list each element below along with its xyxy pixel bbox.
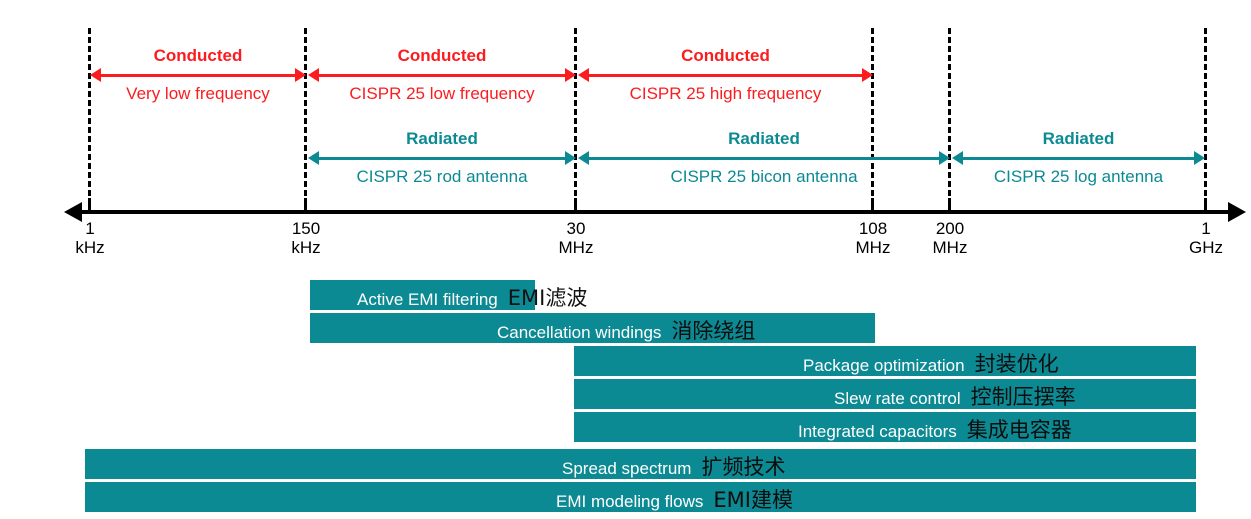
technique-label-zh: EMI滤波: [507, 286, 588, 310]
boundary-line-30mhz: [574, 28, 577, 214]
boundary-line-200mhz: [948, 28, 951, 214]
band-title: Radiated: [406, 129, 478, 148]
axis-label-30mhz: 30 MHz: [536, 219, 616, 257]
technique-label-en: Integrated capacitors: [798, 422, 957, 441]
technique-label-package-optimization: Package optimization 封装优化: [803, 354, 1059, 375]
technique-label-zh: 封装优化: [974, 352, 1059, 376]
axis-label-unit: kHz: [75, 238, 105, 257]
technique-label-spread-spectrum: Spread spectrum 扩频技术: [562, 457, 785, 478]
technique-label-integrated-capacitors: Integrated capacitors 集成电容器: [798, 420, 1072, 441]
technique-label-en: Spread spectrum: [562, 459, 692, 478]
axis-label-unit: MHz: [855, 238, 891, 257]
band-subtitle: CISPR 25 rod antenna: [356, 167, 528, 186]
axis-line: [82, 210, 1228, 214]
band-radiated-bicon-antenna: Radiated CISPR 25 bicon antenna: [578, 129, 950, 186]
band-radiated-rod-antenna: Radiated CISPR 25 rod antenna: [308, 129, 576, 186]
axis-tick-200mhz: [948, 198, 951, 212]
arrow-head-left: [952, 151, 963, 165]
arrow-head-right: [565, 68, 576, 82]
arrow-shaft: [587, 73, 864, 77]
arrow-head-right: [295, 68, 306, 82]
band-radiated-log-antenna: Radiated CISPR 25 log antenna: [952, 129, 1205, 186]
axis-label-value: 108: [858, 219, 888, 238]
boundary-line-1khz: [88, 28, 91, 214]
band-title: Radiated: [728, 129, 800, 148]
axis-label-unit: kHz: [291, 238, 321, 257]
arrow-head-right: [939, 151, 950, 165]
axis-label-unit: MHz: [932, 238, 968, 257]
axis-label-1ghz: 1 GHz: [1166, 219, 1246, 257]
arrow-head-left: [308, 151, 319, 165]
band-title: Conducted: [681, 46, 770, 65]
technique-label-active-emi-filtering: Active EMI filtering EMI滤波: [357, 288, 587, 309]
arrow-shaft: [317, 73, 567, 77]
axis-label-1khz: 1 kHz: [50, 219, 130, 257]
arrow-shaft: [587, 156, 941, 160]
axis-tick-1khz: [88, 198, 91, 212]
axis-tick-150khz: [304, 198, 307, 212]
axis-arrow-right: [1228, 202, 1246, 222]
arrow-head-right: [862, 68, 873, 82]
arrow-shaft: [317, 156, 567, 160]
technique-bar-spread-spectrum: [85, 449, 1196, 479]
band-subtitle: CISPR 25 bicon antenna: [670, 167, 858, 186]
axis-label-unit: MHz: [558, 238, 594, 257]
technique-label-slew-rate-control: Slew rate control 控制压摆率: [834, 387, 1076, 408]
axis-label-value: 1: [85, 219, 95, 238]
axis-label-108mhz: 108 MHz: [833, 219, 913, 257]
axis-label-200mhz: 200 MHz: [910, 219, 990, 257]
axis-label-value: 1: [1201, 219, 1211, 238]
arrow-head-right: [565, 151, 576, 165]
axis-label-value: 150: [291, 219, 321, 238]
technique-label-en: Slew rate control: [834, 389, 961, 408]
axis-label-150khz: 150 kHz: [266, 219, 346, 257]
band-conducted-very-low-frequency: Conducted Very low frequency: [90, 46, 306, 103]
axis-label-value: 30: [566, 219, 586, 238]
technique-bar-active-emi-filtering: [310, 280, 535, 310]
technique-label-zh: 集成电容器: [966, 418, 1072, 442]
technique-label-en: Package optimization: [803, 356, 965, 375]
arrow-shaft: [99, 73, 297, 77]
technique-label-emi-modeling-flows: EMI modeling flows EMI建模: [556, 490, 793, 511]
technique-label-en: EMI modeling flows: [556, 492, 704, 511]
boundary-line-1ghz: [1204, 28, 1207, 214]
axis-label-value: 200: [935, 219, 965, 238]
technique-bar-integrated-capacitors: [574, 412, 1196, 442]
band-title: Conducted: [397, 46, 487, 65]
technique-label-en: Cancellation windings: [497, 323, 662, 342]
arrow-head-left: [308, 68, 319, 82]
arrow-head-left: [90, 68, 101, 82]
technique-label-zh: EMI建模: [713, 488, 793, 512]
arrow-head-left: [578, 151, 589, 165]
technique-bar-package-optimization: [574, 346, 1196, 376]
arrow-shaft: [961, 156, 1196, 160]
axis-tick-108mhz: [871, 198, 874, 212]
technique-bar-slew-rate-control: [574, 379, 1196, 409]
boundary-line-150khz: [304, 28, 307, 214]
technique-bar-emi-modeling-flows: [85, 482, 1196, 512]
technique-bar-cancellation-windings: [310, 313, 875, 343]
band-subtitle: CISPR 25 log antenna: [993, 167, 1164, 186]
boundary-line-108mhz: [871, 28, 874, 214]
arrow-head-left: [578, 68, 589, 82]
technique-label-en: Active EMI filtering: [357, 290, 498, 309]
technique-label-zh: 消除绕组: [671, 319, 756, 343]
band-conducted-cispr25-high-frequency: Conducted CISPR 25 high frequency: [578, 46, 873, 103]
arrow-head-right: [1194, 151, 1205, 165]
axis-arrow-left: [64, 202, 82, 222]
technique-label-cancellation-windings: Cancellation windings 消除绕组: [497, 321, 755, 342]
band-title: Conducted: [153, 46, 243, 65]
band-subtitle: Very low frequency: [126, 84, 270, 103]
band-conducted-cispr25-low-frequency: Conducted CISPR 25 low frequency: [308, 46, 576, 103]
technique-label-zh: 控制压摆率: [970, 385, 1076, 409]
axis-tick-1ghz: [1204, 198, 1207, 212]
axis-label-unit: GHz: [1189, 238, 1223, 257]
axis-tick-30mhz: [574, 198, 577, 212]
band-subtitle: CISPR 25 low frequency: [349, 84, 535, 103]
technique-label-zh: 扩频技术: [701, 455, 786, 479]
band-title: Radiated: [1042, 129, 1115, 148]
band-subtitle: CISPR 25 high frequency: [629, 84, 822, 103]
